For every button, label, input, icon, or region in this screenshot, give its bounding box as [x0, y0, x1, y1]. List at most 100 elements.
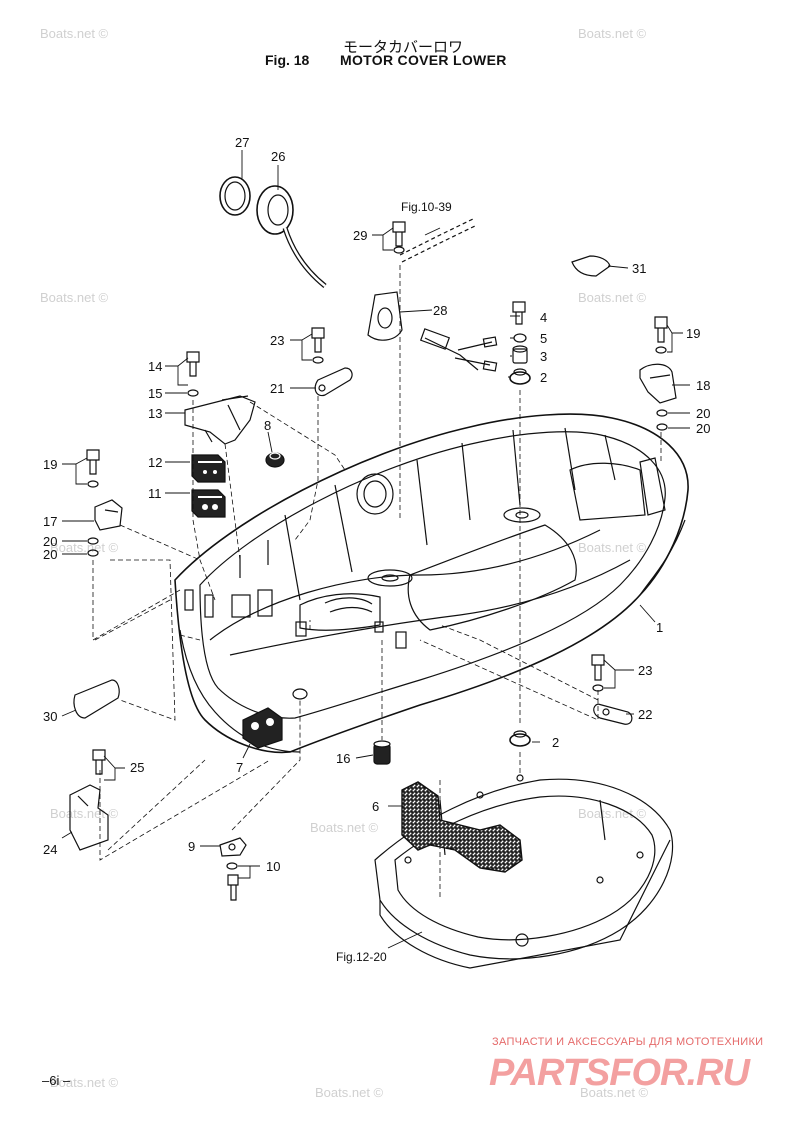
leader-lines — [61, 150, 690, 949]
part-6-mat — [401, 781, 523, 873]
motor-cover-lower-pan — [174, 413, 689, 754]
page-number: –6i – — [42, 1073, 71, 1088]
callout-labels: 27 26 29 28 31 4 5 3 2 19 18 20 20 23 21… — [43, 135, 710, 874]
shop-logo: PARTSFOR.RU — [489, 1052, 750, 1094]
callout-1: 1 — [656, 620, 663, 635]
watermark: Boats.net © — [315, 1085, 384, 1100]
part-10-washer — [226, 862, 238, 870]
watermark: Boats.net © — [50, 540, 119, 555]
callout-7: 7 — [236, 760, 243, 775]
callout-4: 4 — [540, 310, 547, 325]
part-26-grommet — [256, 185, 327, 288]
part-13-bracket — [184, 395, 256, 445]
watermark: Boats.net © — [310, 820, 379, 835]
part-8-grommet — [265, 452, 285, 468]
watermark: Boats.net © — [50, 1075, 119, 1090]
callout-30: 30 — [43, 709, 57, 724]
callout-18: 18 — [696, 378, 710, 393]
watermark: Boats.net © — [578, 806, 647, 821]
watermark: Boats.net © — [580, 1085, 649, 1100]
part-19-bolt-right — [654, 316, 668, 354]
watermark: Boats.net © — [578, 290, 647, 305]
part-14-bolt — [186, 351, 200, 377]
fig-10-39-reference: Fig.10-39 — [401, 200, 452, 214]
part-28-bracket — [367, 291, 403, 341]
part-7-rubber-mount — [242, 707, 283, 749]
callout-20: 20 — [43, 534, 57, 549]
watermark: Boats.net © — [578, 26, 647, 41]
part-3-collar — [512, 345, 528, 364]
callout-20: 20 — [43, 547, 57, 562]
callout-23: 23 — [638, 663, 652, 678]
callout-15: 15 — [148, 386, 162, 401]
japanese-title: モータカバーロワ — [343, 38, 464, 56]
part-27-ring — [219, 176, 251, 216]
callout-16: 16 — [336, 751, 350, 766]
callout-26: 26 — [271, 149, 285, 164]
part-20-washer — [656, 423, 668, 431]
part-20-washer — [656, 409, 668, 417]
part-29-bolt — [392, 221, 406, 254]
part-24-bracket — [69, 784, 109, 851]
callout-9: 9 — [188, 839, 195, 854]
lower-casing-reference — [374, 774, 674, 969]
figure-title: MOTOR COVER LOWER — [340, 52, 507, 68]
callout-28: 28 — [433, 303, 447, 318]
part-23-bolt-lower — [591, 654, 605, 692]
callout-29: 29 — [353, 228, 367, 243]
callout-17: 17 — [43, 514, 57, 529]
callout-12: 12 — [148, 455, 162, 470]
callout-20: 20 — [696, 421, 710, 436]
callout-22: 22 — [638, 707, 652, 722]
part-11-rubber-block — [191, 489, 226, 518]
wire-harness — [399, 217, 498, 372]
callout-23: 23 — [270, 333, 284, 348]
part-4-bolt — [512, 301, 526, 325]
shop-caption: ЗАПЧАСТИ И АКСЕССУАРЫ ДЛЯ МОТОТЕХНИКИ — [492, 1036, 764, 1048]
callout-10: 10 — [266, 859, 280, 874]
part-17-clip — [94, 499, 123, 531]
part-30-pad — [73, 679, 120, 719]
part-2-grommet-lower — [509, 730, 531, 747]
part-10-bolt — [227, 874, 239, 901]
part-21-clip — [314, 367, 353, 397]
part-31-pad — [571, 255, 611, 277]
callout-13: 13 — [148, 406, 162, 421]
watermark: Boats.net © — [578, 540, 647, 555]
part-16-grommet — [373, 740, 391, 765]
part-18-clip — [639, 363, 677, 404]
part-25-bolt — [92, 749, 106, 775]
callout-19: 19 — [43, 457, 57, 472]
callout-19: 19 — [686, 326, 700, 341]
callout-2: 2 — [540, 370, 547, 385]
callout-2: 2 — [552, 735, 559, 750]
figure-number: Fig. 18 — [265, 52, 310, 68]
part-12-rubber-block — [191, 454, 226, 483]
callout-14: 14 — [148, 359, 162, 374]
callout-11: 11 — [148, 486, 162, 501]
fig-12-20-reference: Fig.12-20 — [336, 950, 387, 964]
part-15-washer — [187, 389, 199, 397]
part-20-washer — [87, 549, 99, 557]
watermark: Boats.net © — [40, 26, 109, 41]
callout-3: 3 — [540, 349, 547, 364]
part-5-washer — [513, 333, 527, 343]
callout-20: 20 — [696, 406, 710, 421]
callout-31: 31 — [632, 261, 646, 276]
watermark: Boats.net © — [40, 290, 109, 305]
part-19-bolt-left — [86, 449, 100, 488]
part-20-washer — [87, 537, 99, 545]
part-2-grommet-upper — [509, 368, 531, 385]
callout-8: 8 — [264, 418, 271, 433]
part-23-bolt-upper — [311, 327, 325, 364]
callout-6: 6 — [372, 799, 379, 814]
part-9-clip — [219, 837, 247, 857]
callout-24: 24 — [43, 842, 57, 857]
callout-25: 25 — [130, 760, 144, 775]
part-22-clip — [593, 703, 633, 725]
callout-21: 21 — [270, 381, 284, 396]
callout-5: 5 — [540, 331, 547, 346]
assembly-dash-lines — [92, 265, 662, 900]
